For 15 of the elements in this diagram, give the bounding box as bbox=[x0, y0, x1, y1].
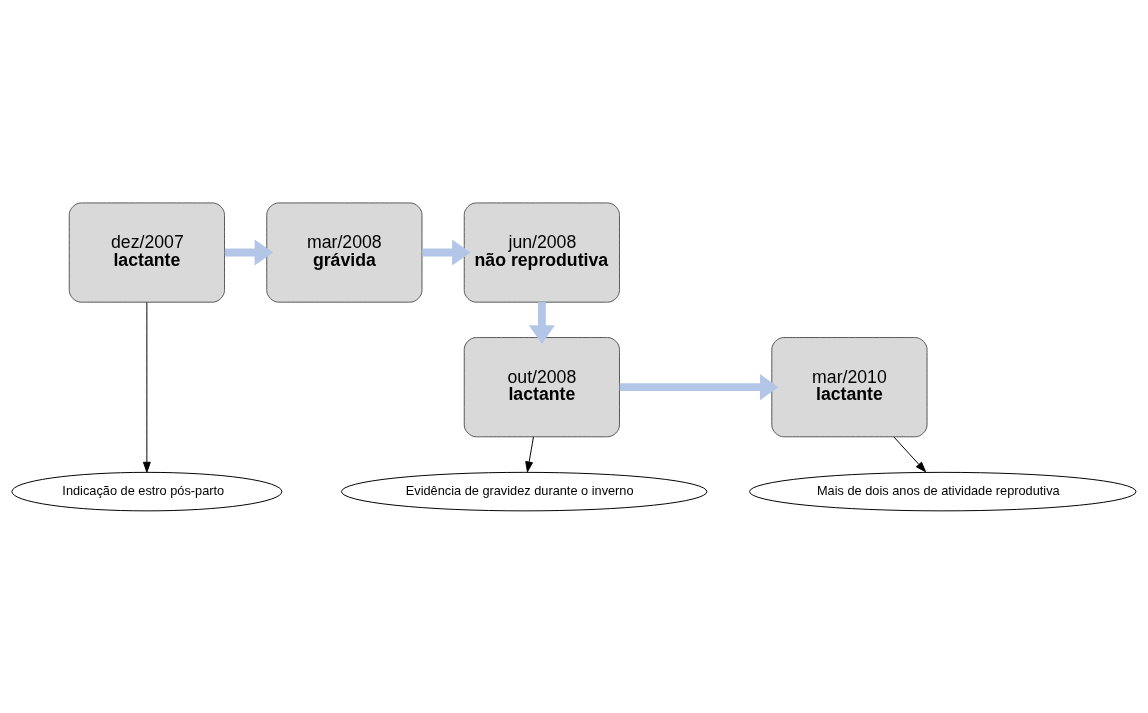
node-box: mar/2008 grávida bbox=[266, 201, 423, 303]
arrow bbox=[142, 301, 151, 473]
node-box: jun/2008 não reprodutiva bbox=[463, 201, 620, 303]
node-ellipse: Indicação de estro pós-parto bbox=[11, 471, 283, 511]
node-ellipse: Mais de dois anos de atividade reprodutiva bbox=[749, 471, 1137, 511]
arrow bbox=[893, 436, 927, 472]
arrow bbox=[619, 373, 779, 400]
node-box: dez/2007 lactante bbox=[68, 201, 225, 303]
node-ellipse: Evidência de gravidez durante o inverno bbox=[341, 471, 708, 511]
arrow bbox=[422, 239, 471, 266]
arrow bbox=[224, 239, 274, 266]
arrow bbox=[525, 436, 534, 472]
arrow bbox=[528, 301, 555, 344]
node-box: out/2008 lactante bbox=[463, 336, 620, 437]
node-box: mar/2010 lactante bbox=[771, 336, 928, 437]
